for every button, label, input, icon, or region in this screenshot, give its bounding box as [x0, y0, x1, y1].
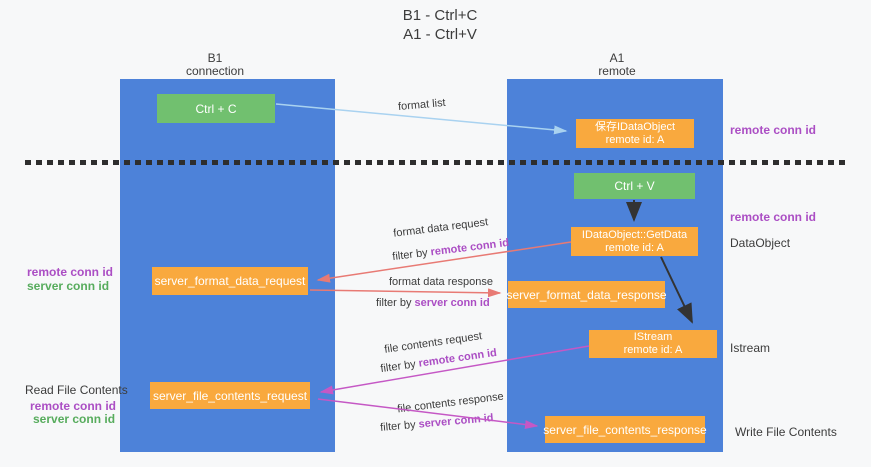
filter-by-4-prefix: filter by — [379, 418, 420, 434]
filter-by-3-prefix: filter by — [379, 357, 420, 376]
column-a1-name: A1 — [609, 51, 625, 65]
flow-label-filter-by-remote-1: filter by remote conn id — [392, 237, 510, 263]
filter-by-2-prefix: filter by — [376, 297, 415, 309]
node-server-file-contents-request: server_file_contents_request — [150, 382, 310, 409]
node-server-format-data-response: server_format_data_response — [506, 281, 667, 308]
flow-label-filter-by-server-1: filter by server conn id — [376, 297, 490, 309]
annotation-left-remote-conn-id-2: remote conn id — [30, 399, 117, 413]
node-ctrl-v-label: Ctrl + V — [614, 179, 655, 193]
node-getdata-line1: IDataObject::GetData — [581, 228, 688, 241]
node-server-file-contents-response: server_file_contents_response — [543, 416, 707, 443]
filter-by-2-value: server conn id — [414, 297, 490, 309]
annotation-left-server-conn-id-1: server conn id — [27, 279, 110, 293]
column-header-a1: A1 remote — [527, 52, 707, 78]
node-file-response-label: server_file_contents_response — [543, 422, 707, 437]
node-ctrl-c-label: Ctrl + C — [195, 101, 237, 116]
diagram-title-line1: B1 - Ctrl+C — [402, 7, 478, 24]
arrow-format-data-response — [309, 288, 502, 298]
column-b1-subtitle: connection — [185, 64, 245, 78]
flow-label-format-list: format list — [397, 96, 447, 114]
column-b1-name: B1 — [207, 51, 223, 65]
annotation-istream: Istream — [730, 341, 771, 355]
node-ctrl-v: Ctrl + V — [574, 173, 695, 199]
phase-separator-dashed-line — [25, 160, 847, 165]
annotation-left-remote-conn-id-1: remote conn id — [27, 265, 114, 279]
flow-label-filter-by-server-2: filter by server conn id — [380, 412, 494, 434]
filter-by-1-value: remote conn id — [429, 236, 510, 259]
node-getdata-line2: remote id: A — [605, 241, 664, 254]
annotation-read-file-contents: Read File Contents — [25, 383, 128, 397]
annotation-left-server-conn-id-2: server conn id — [33, 412, 116, 426]
node-istream-line1: IStream — [633, 331, 673, 343]
node-idataobject-getdata: IDataObject::GetData remote id: A — [571, 227, 698, 256]
annotation-write-file-contents: Write File Contents — [735, 425, 837, 439]
node-format-request-label: server_format_data_request — [154, 274, 306, 288]
filter-by-4-value: server conn id — [418, 412, 495, 431]
node-istream-line2: remote id: A — [623, 344, 683, 356]
flow-label-format-data-response: format data response — [389, 276, 493, 288]
node-save-idataobject: 保存IDataObject remote id: A — [576, 119, 694, 148]
node-save-idataobject-line2: remote id: A — [605, 133, 665, 146]
node-ctrl-c: Ctrl + C — [157, 94, 275, 123]
annotation-remote-conn-id-mid: remote conn id — [730, 210, 817, 224]
flow-label-format-data-request: format data request — [392, 216, 489, 240]
node-save-idataobject-line1: 保存IDataObject — [594, 120, 676, 133]
node-server-format-data-request: server_format_data_request — [152, 267, 308, 295]
node-format-response-label: server_format_data_response — [506, 287, 667, 302]
filter-by-3-value: remote conn id — [417, 346, 498, 370]
column-a1-subtitle: remote — [598, 64, 636, 78]
annotation-remote-conn-id-top: remote conn id — [730, 123, 817, 137]
node-istream: IStream remote id: A — [589, 330, 717, 358]
column-header-b1: B1 connection — [120, 52, 310, 78]
annotation-dataobject: DataObject — [730, 236, 791, 250]
filter-by-1-prefix: filter by — [391, 246, 432, 264]
diagram-title-line2: A1 - Ctrl+V — [403, 26, 477, 43]
node-file-request-label: server_file_contents_request — [152, 388, 308, 403]
